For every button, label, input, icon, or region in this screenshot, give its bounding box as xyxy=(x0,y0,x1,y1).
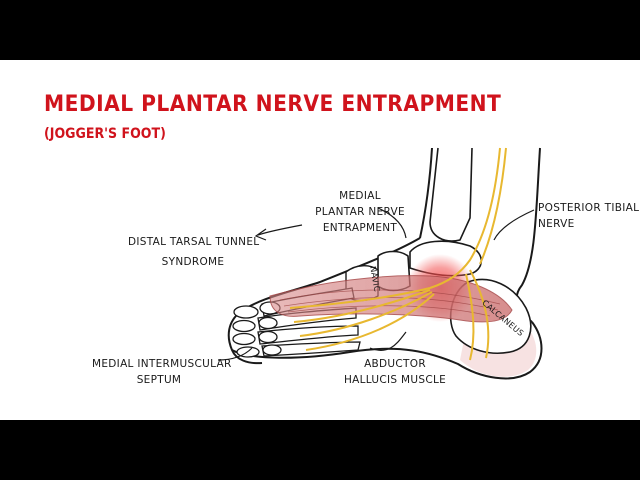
label-abductor-line1: ABDUCTOR xyxy=(364,358,426,370)
diagram-canvas: MEDIAL PLANTAR NERVE ENTRAPMENT (JOGGER'… xyxy=(0,60,640,420)
label-posterior-tibial-line2: NERVE xyxy=(538,218,575,230)
label-medial-plantar-line2: PLANTAR NERVE xyxy=(315,206,405,218)
toe-phalanges xyxy=(232,301,282,358)
label-medial-plantar-nerve: MEDIAL PLANTAR NERVE ENTRAPMENT xyxy=(300,188,420,236)
label-medial-intermuscular-septum: MEDIAL INTERMUSCULAR SEPTUM xyxy=(92,356,232,388)
abductor-hallucis-muscle xyxy=(269,275,513,323)
label-posterior-tibial-line1: POSTERIOR TIBIAL xyxy=(538,202,640,214)
page-subtitle: (JOGGER'S FOOT) xyxy=(44,126,166,142)
letterbox-bottom xyxy=(0,420,640,480)
label-abductor-line2: HALLUCIS MUSCLE xyxy=(343,374,447,386)
nerve-branches xyxy=(289,147,507,361)
leg-back-outline xyxy=(515,147,541,323)
foot-illustration xyxy=(217,147,543,380)
label-distal-tarsal-tunnel: DISTAL TARSAL TUNNEL SYNDROME xyxy=(128,234,260,270)
label-distal-tarsal-line2: SYNDROME xyxy=(161,256,225,268)
letterbox-top xyxy=(0,0,640,60)
foot-sole-outline xyxy=(231,321,543,380)
label-intermuscular-line1: MEDIAL INTERMUSCULAR xyxy=(92,358,232,370)
posterior-tibial-nerve-path xyxy=(429,147,501,289)
tibia-bone xyxy=(429,147,473,242)
label-intermuscular-line2: SEPTUM xyxy=(136,374,182,386)
page-title: MEDIAL PLANTAR NERVE ENTRAPMENT xyxy=(44,92,502,117)
arrow-to-distal-tarsal xyxy=(254,224,303,241)
label-abductor-hallucis: ABDUCTOR HALLUCIS MUSCLE xyxy=(340,356,450,388)
label-posterior-tibial-nerve: POSTERIOR TIBIAL NERVE xyxy=(538,200,639,232)
leader-lines xyxy=(217,207,535,361)
label-entrapment: ENTRAPMENT xyxy=(322,222,398,234)
leg-outline xyxy=(419,147,433,239)
label-distal-tarsal-line1: DISTAL TARSAL TUNNEL xyxy=(128,236,260,248)
label-medial-plantar-line1: MEDIAL xyxy=(339,190,381,202)
